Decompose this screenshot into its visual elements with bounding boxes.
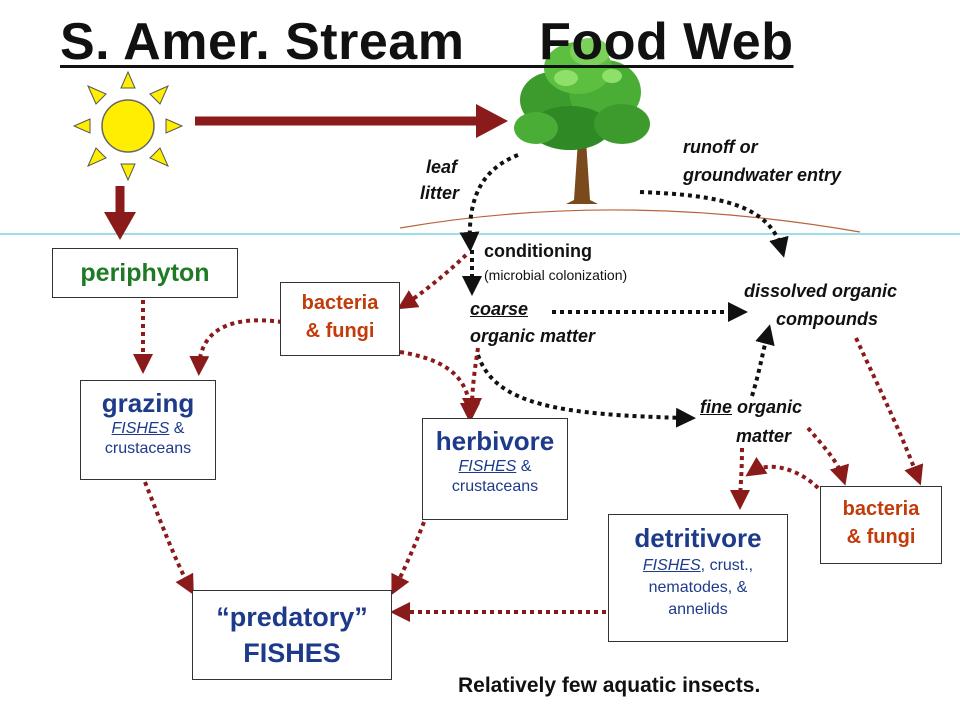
- herbivore-crustaceans-label: crustaceans: [451, 478, 539, 495]
- bacteria-label-2: bacteria: [842, 498, 920, 520]
- detritivore-node: detritivore FISHES, crust., nematodes, &…: [608, 514, 788, 642]
- fine-organic-rest: organic: [732, 397, 803, 417]
- detritivore-annelids-label: annelids: [668, 601, 728, 618]
- microbial-label: (microbial colonization): [484, 267, 628, 283]
- bacteria-fungi-node-lower: bacteria & fungi: [820, 486, 942, 564]
- fine-to-detritivore-arrow: [730, 447, 751, 510]
- fine-organic-label: fine organic: [700, 396, 802, 419]
- predatory-label: “predatory”: [216, 602, 368, 632]
- coarse-to-herbivore-arrow: [462, 347, 483, 418]
- runoff-label: runoff or: [683, 137, 758, 157]
- herbivore-to-predatory-arrow: [391, 521, 426, 596]
- sun-to-tree-arrowhead: [476, 104, 508, 138]
- herbivore-amp: &: [516, 458, 532, 475]
- groundwater-label: groundwater entry: [683, 165, 842, 185]
- page-title: S. Amer. Stream Food Web: [60, 13, 794, 71]
- fungi-label: & fungi: [305, 320, 375, 342]
- leaf-litter-arrow: [459, 153, 519, 252]
- runoff-arrow: [639, 190, 789, 258]
- sun-to-periphyton-arrowhead: [104, 212, 136, 240]
- grazing-label: grazing: [101, 388, 195, 418]
- fine-to-dom-arrow: [750, 324, 775, 397]
- fine-label: fine: [700, 397, 733, 417]
- organic-matter-label: organic matter: [470, 326, 596, 346]
- grazing-node: grazing FISHES & crustaceans: [80, 380, 216, 480]
- sun-icon: [72, 70, 184, 182]
- grazing-amp: &: [169, 420, 185, 437]
- footnote: Relatively few aquatic insects.: [458, 674, 761, 697]
- herbivore-node: herbivore FISHES & crustaceans: [422, 418, 568, 520]
- grazing-to-predatory-arrow: [143, 481, 194, 596]
- coarse-organic-label: coarse: [470, 298, 528, 321]
- herbivore-fishes-label: FISHES: [458, 458, 517, 475]
- tree-icon: [514, 38, 650, 204]
- detritivore-crust: , crust.,: [700, 557, 754, 574]
- detritivore-fishes-label: FISHES: [642, 557, 701, 574]
- detritivore-nematodes-label: nematodes, &: [648, 579, 748, 596]
- ground-curve: [399, 209, 861, 233]
- bacteria-fungi-node-upper: bacteria & fungi: [280, 282, 400, 356]
- grazing-fishes-label: FISHES: [111, 420, 170, 437]
- dom-label-2: compounds: [776, 309, 878, 329]
- coarse-label: coarse: [470, 299, 529, 319]
- bacteria-to-herbivore-arrow: [399, 350, 480, 423]
- coarse-to-fine-arrow: [476, 354, 696, 428]
- herbivore-label: herbivore: [435, 426, 555, 456]
- predatory-fishes-label: FISHES: [243, 638, 341, 668]
- grazing-crustaceans-label: crustaceans: [104, 440, 192, 457]
- fine-to-bacteria-arrow: [806, 426, 849, 486]
- dom-label-1: dissolved organic: [744, 281, 898, 301]
- conditioning-to-bacteria-arrow: [397, 253, 468, 310]
- predatory-fishes-node: “predatory” FISHES: [192, 590, 392, 680]
- detritivore-label: detritivore: [634, 523, 762, 553]
- bacteria-to-detritivore-arrow: [745, 457, 820, 490]
- leaf-label: leaf: [426, 157, 458, 177]
- periphyton-label: periphyton: [80, 259, 210, 287]
- conditioning-label: conditioning: [484, 241, 592, 261]
- dom-to-bacteria-arrow: [854, 337, 924, 486]
- periphyton-node: periphyton: [52, 248, 238, 298]
- fine-matter-label: matter: [736, 426, 792, 446]
- litter-label: litter: [420, 183, 460, 203]
- fungi-label-2: & fungi: [846, 526, 916, 548]
- bacteria-label: bacteria: [301, 292, 379, 314]
- bacteria-to-grazing-arrow: [189, 318, 283, 376]
